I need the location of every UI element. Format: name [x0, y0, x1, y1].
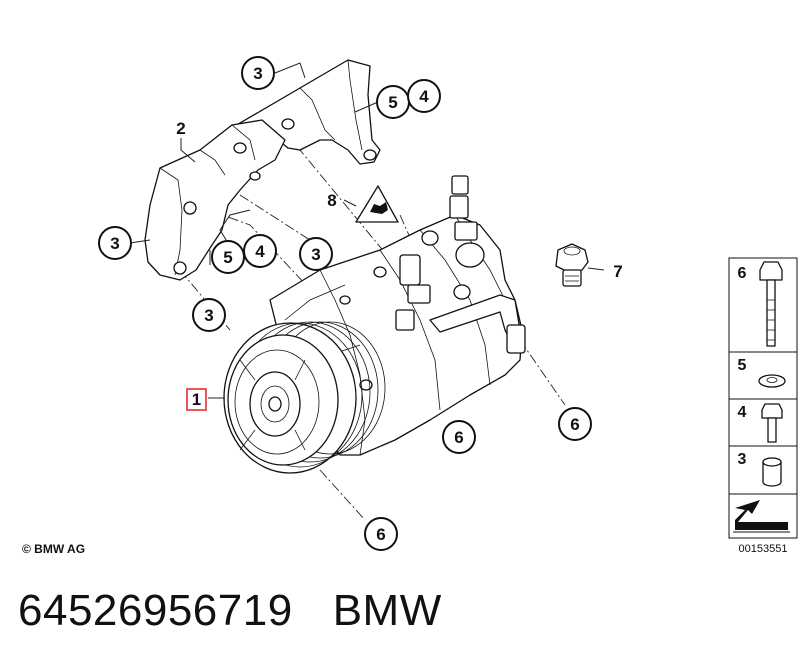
svg-text:3: 3 [311, 245, 320, 264]
pulley [223, 321, 386, 474]
callout-3-left: 3 [98, 226, 132, 260]
svg-text:2: 2 [176, 119, 185, 138]
callout-6-right: 6 [558, 407, 592, 441]
part-number: 64526956719 [18, 586, 293, 635]
svg-text:3: 3 [204, 306, 213, 325]
svg-text:5: 5 [223, 248, 232, 267]
hardware-legend: 6 5 4 3 00153551 [728, 257, 798, 555]
callout-3-lower: 3 [192, 298, 226, 332]
legend-label-6: 6 [738, 265, 747, 282]
svg-text:4: 4 [255, 242, 265, 261]
legend-label-3: 3 [738, 451, 747, 468]
callout-2: 2 [176, 119, 185, 138]
brand-name: BMW [332, 586, 442, 635]
callout-3-top: 3 [241, 56, 275, 90]
svg-text:6: 6 [454, 428, 463, 447]
callout-8: 8 [327, 191, 336, 210]
washer-icon [758, 374, 786, 388]
svg-text:3: 3 [253, 64, 262, 83]
svg-text:8: 8 [327, 191, 336, 210]
callout-5-top: 5 [376, 85, 410, 119]
legend-label-5: 5 [738, 357, 747, 374]
leader-lines [129, 62, 605, 399]
callout-4-left: 4 [243, 234, 277, 268]
svg-text:3: 3 [110, 234, 119, 253]
callout-5-left: 5 [211, 240, 245, 274]
caption: 64526956719 BMW [18, 586, 442, 636]
callout-6-bottom: 6 [364, 517, 398, 551]
svg-text:1: 1 [192, 390, 201, 409]
callout-7: 7 [613, 262, 622, 281]
svg-text:4: 4 [419, 87, 429, 106]
legend-label-4: 4 [738, 404, 747, 421]
diagram-code: 00153551 [739, 543, 788, 555]
short-bolt-icon [761, 403, 783, 443]
svg-text:5: 5 [388, 93, 397, 112]
main-bracket [144, 119, 286, 281]
callout-4-top: 4 [407, 79, 441, 113]
copyright-text: © BMW AG [22, 542, 85, 556]
callout-3-middle: 3 [299, 237, 333, 271]
svg-text:6: 6 [376, 525, 385, 544]
long-bolt-icon [759, 261, 783, 347]
svg-text:6: 6 [570, 415, 579, 434]
warning-label-icon [355, 185, 399, 223]
callout-6-center: 6 [442, 420, 476, 454]
callout-1: 1 [186, 388, 207, 411]
direction-arrow-icon [733, 500, 790, 533]
sleeve-icon [762, 457, 782, 487]
svg-text:7: 7 [613, 262, 622, 281]
fitting-part-7 [555, 243, 589, 287]
